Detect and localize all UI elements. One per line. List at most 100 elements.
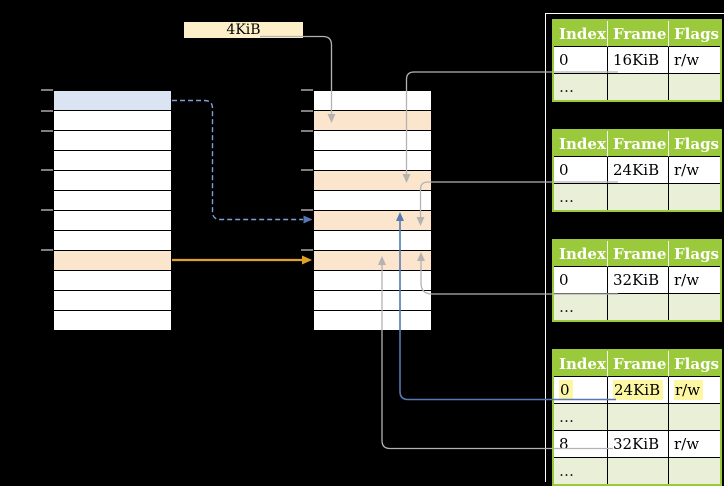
memory-row [54,291,171,311]
frame-table-header-cell: Flags [669,21,720,47]
memory-row-peach [314,171,431,191]
frame-table-header-cell: Index [554,131,608,157]
frame-table-cell: r/w [669,267,720,294]
memory-row-peach [314,211,431,231]
address-tick [301,169,313,171]
frame-table-cell: 32KiB [608,431,669,458]
memory-row [54,211,171,231]
frame-table-row: 0 24KiB r/w [554,377,720,404]
frame-table-cell: 8 [554,431,608,458]
address-tick [41,89,53,91]
frame-table-header-cell: Frame [608,21,669,47]
frame-table-cell [608,294,669,320]
frame-table-header-cell: Frame [608,131,669,157]
highlighted-value: r/w [674,380,704,400]
frame-table-cell [669,404,720,431]
address-tick [301,130,313,132]
frame-table-cell [669,74,720,100]
frame-table-cell: 0 [554,377,608,404]
address-tick [41,249,53,251]
frame-table-row: … [554,294,720,320]
memory-row-peach [314,111,431,131]
memory-row [314,131,431,151]
frame-table-header-cell: Frame [608,241,669,267]
frame-table-row: … [554,184,720,210]
address-tick [301,249,313,251]
frame-table-cell: r/w [669,431,720,458]
address-tick [41,169,53,171]
memory-row-peach [54,251,171,271]
memory-table-left [53,90,172,331]
memory-row-peach [314,251,431,271]
frame-table-cell [608,74,669,100]
frame-table-header-cell: Index [554,351,608,377]
memory-table-middle [313,90,432,331]
frame-table-cell [669,184,720,210]
frame-table-cell: 0 [554,157,608,184]
address-tick [41,130,53,132]
frame-table-row: … [554,458,720,484]
memory-row [314,291,431,311]
frame-table-cell [669,458,720,484]
memory-row [54,191,171,211]
arrow-left-row0-to-middle [172,99,303,221]
frame-table-header-cell: Flags [669,241,720,267]
address-tick [41,110,53,112]
memory-row [54,231,171,251]
frame-table-cell [608,404,669,431]
frame-table-cell: … [554,184,608,210]
address-tick [301,209,313,211]
memory-row [54,171,171,191]
frame-table-header-cell: Index [554,21,608,47]
memory-row [54,311,171,330]
frame-region-border-vertical [545,13,546,482]
frame-region-border-horizontal [545,13,724,14]
frame-table-cell: … [554,404,608,431]
frame-table-cell: 0 [554,267,608,294]
frame-table-row: … [554,74,720,100]
memory-row-blue [54,91,171,111]
memory-row [54,151,171,171]
highlighted-value: 24KiB [613,380,664,400]
frame-table-cell: … [554,458,608,484]
frame-table-header-cell: Frame [608,351,669,377]
page-size-label: 4KiB [184,22,303,38]
highlighted-value: 0 [559,380,573,400]
memory-row [314,311,431,330]
frame-table-row: … [554,404,720,431]
memory-row [54,111,171,131]
frame-table-cell: 24KiB [608,157,669,184]
frame-table-cell: … [554,294,608,320]
memory-row [314,91,431,111]
address-tick [301,89,313,91]
frame-table-cell: r/w [669,47,720,74]
address-tick [301,110,313,112]
arrowhead-left-row0 [303,215,313,224]
frame-table-cell: 16KiB [608,47,669,74]
memory-row [314,231,431,251]
frame-table-cell: r/w [669,157,720,184]
memory-row [314,151,431,171]
arrowhead-left-row8 [302,255,312,265]
frame-table-header-cell: Index [554,241,608,267]
frame-table-header-cell: Flags [669,351,720,377]
memory-row [314,191,431,211]
memory-row [54,271,171,291]
frame-table-cell: 24KiB [608,377,669,404]
frame-table-cell: 32KiB [608,267,669,294]
frame-table-header-cell: Flags [669,131,720,157]
frame-table-cell: … [554,74,608,100]
memory-row [314,271,431,291]
